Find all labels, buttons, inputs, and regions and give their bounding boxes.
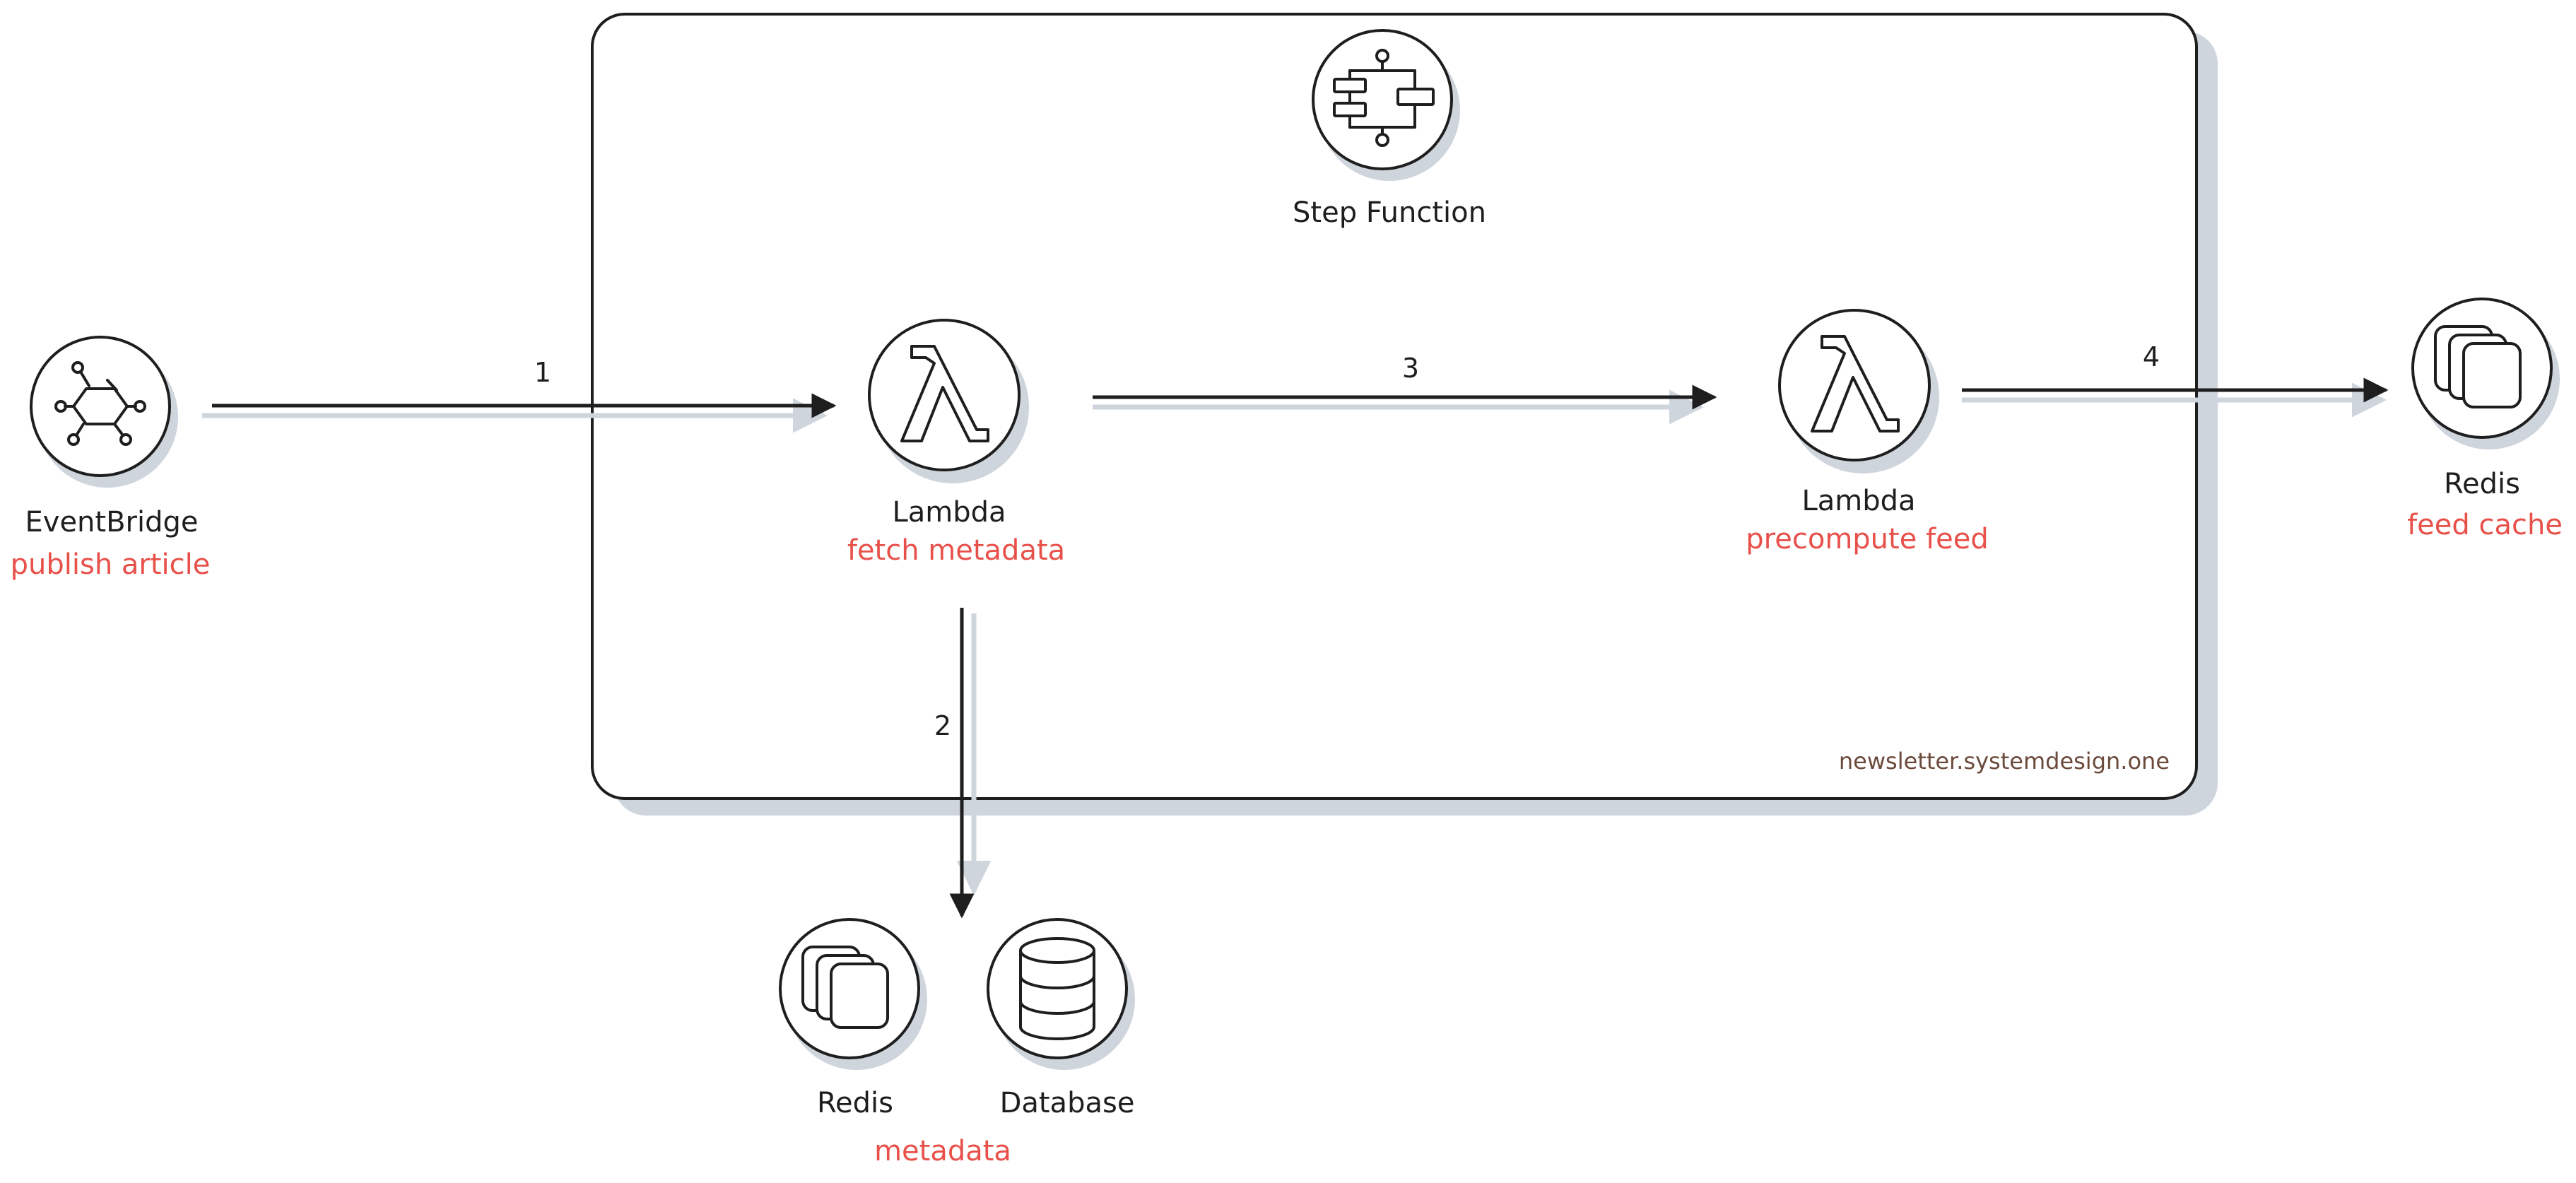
database-icon: [1019, 937, 1095, 1040]
redis-icon: [801, 946, 889, 1029]
arrow-4: 4: [1962, 341, 2389, 403]
step-function-node: Step Function: [1293, 29, 1486, 229]
lambda-fetch-sublabel: fetch metadata: [847, 534, 1065, 567]
arrow-shadows: [202, 382, 2387, 895]
eventbridge-node: EventBridge publish article: [11, 336, 211, 581]
lambda-precompute-label: Lambda: [1801, 485, 1915, 517]
arrow-1-label: 1: [534, 357, 551, 388]
redis-icon: [2434, 325, 2522, 408]
lambda-fetch-label: Lambda: [892, 496, 1006, 529]
redis-meta-label: Redis: [817, 1087, 893, 1119]
step-function-label: Step Function: [1293, 196, 1486, 229]
eventbridge-icon: [54, 361, 146, 446]
redis-feed-label: Redis: [2444, 468, 2520, 500]
arrow-1: 1: [212, 357, 837, 418]
lambda-precompute-sublabel: precompute feed: [1746, 523, 1988, 555]
watermark: newsletter.systemdesign.one: [1839, 748, 2170, 775]
redis-feed-sublabel: feed cache: [2407, 509, 2563, 541]
database-node: Database: [987, 918, 1135, 1119]
eventbridge-sublabel: publish article: [11, 548, 211, 581]
arrow-3-label: 3: [1402, 353, 1419, 384]
database-label: Database: [1000, 1087, 1135, 1119]
arrow-4-label: 4: [2143, 341, 2160, 372]
redis-feed-node: Redis feed cache: [2407, 298, 2563, 541]
eventbridge-label: EventBridge: [25, 506, 199, 538]
lambda-fetch-node: Lambda fetch metadata: [847, 319, 1065, 567]
arrow-2: 2: [934, 608, 975, 919]
metadata-sublabel: metadata: [874, 1135, 1011, 1167]
arrow-3: 3: [1093, 353, 1717, 410]
arrow-2-label: 2: [934, 710, 951, 741]
lambda-precompute-node: Lambda precompute feed: [1746, 309, 1989, 555]
step-function-icon: [1333, 49, 1435, 147]
redis-meta-node: Redis: [779, 918, 927, 1119]
lambda-icon: [1811, 335, 1900, 432]
lambda-icon: [900, 345, 989, 442]
